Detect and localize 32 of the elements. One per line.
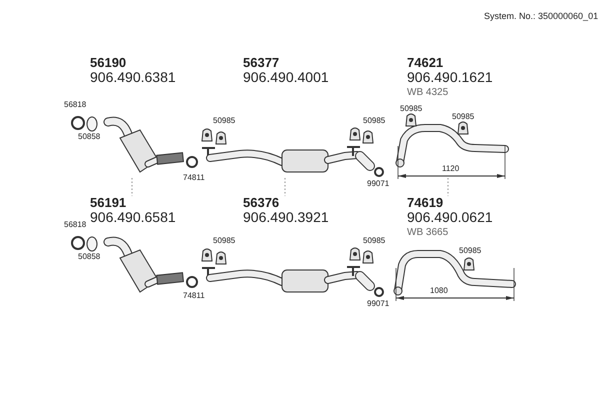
- part-number: 74621: [407, 56, 444, 69]
- part-number: 56377: [243, 56, 280, 69]
- part-number: 50985: [363, 237, 386, 245]
- part-number: 50985: [459, 247, 482, 255]
- part-number: 50858: [78, 253, 100, 261]
- dimension-value: 1080: [430, 287, 448, 295]
- oem-number: 906.490.6381: [90, 70, 176, 84]
- part-number: 74811: [183, 174, 205, 182]
- wheelbase-note: WB 4325: [407, 88, 448, 98]
- system-number: System. No.: 350000060_01: [484, 12, 598, 21]
- part-number: 50985: [452, 113, 474, 121]
- part-number: 74811: [183, 292, 205, 300]
- oem-number: 906.490.6581: [90, 210, 176, 224]
- dimension-value: 1120: [442, 165, 460, 173]
- part-number: 50985: [363, 117, 386, 125]
- part-number: 99071: [367, 180, 390, 188]
- part-number: 74619: [407, 196, 444, 209]
- part-number: 56191: [90, 196, 126, 209]
- part-number: 56190: [90, 56, 126, 69]
- oem-number: 906.490.3921: [243, 210, 329, 224]
- part-number: 50858: [78, 133, 100, 141]
- oem-number: 906.490.1621: [407, 70, 493, 84]
- part-number: 56818: [64, 221, 86, 229]
- part-number: 50985: [213, 237, 236, 245]
- part-number: 50985: [213, 117, 236, 125]
- part-number: 50985: [400, 105, 422, 113]
- wheelbase-note: WB 3665: [407, 228, 448, 238]
- part-number: 99071: [367, 300, 390, 308]
- part-number: 56818: [64, 101, 86, 109]
- oem-number: 906.490.0621: [407, 210, 493, 224]
- oem-number: 906.490.4001: [243, 70, 329, 84]
- part-number: 56376: [243, 196, 280, 209]
